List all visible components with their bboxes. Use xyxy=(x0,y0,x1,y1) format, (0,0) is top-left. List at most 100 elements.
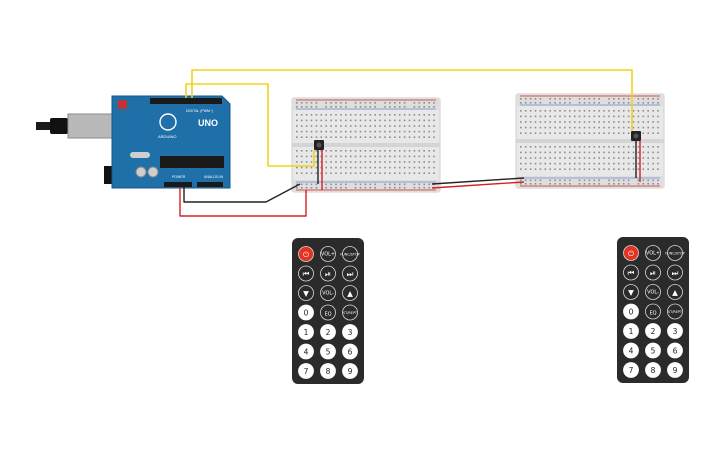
breadboard-hole xyxy=(613,151,615,154)
breadboard-hole xyxy=(305,119,308,122)
breadboard-hole xyxy=(529,162,532,165)
vcc-wire-bridge[interactable] xyxy=(431,181,525,189)
remote-button-fast-forward[interactable] xyxy=(667,264,683,281)
remote-button-power[interactable] xyxy=(298,246,314,262)
breadboard-hole xyxy=(369,106,372,108)
remote-button-fast-forward[interactable] xyxy=(342,265,358,282)
remote-button-zero[interactable] xyxy=(623,303,639,320)
breadboard-hole xyxy=(564,162,566,165)
breadboard-hole xyxy=(652,179,654,182)
breadboard-hole xyxy=(428,150,430,152)
vcc-wire-arduino[interactable] xyxy=(179,187,307,217)
digital-header xyxy=(150,98,222,104)
remote-button-eq[interactable] xyxy=(645,303,661,320)
breadboard-hole xyxy=(335,172,337,174)
breadboard-hole xyxy=(305,172,308,174)
remote-button-rewind[interactable] xyxy=(623,264,639,281)
remote-button-label: 3 xyxy=(348,328,353,337)
breadboard-hole xyxy=(374,136,376,138)
remote-button-eq[interactable] xyxy=(320,304,336,321)
remote-button-play-pause[interactable] xyxy=(320,265,336,282)
breadboard-hole xyxy=(593,132,596,134)
breadboard-hole xyxy=(534,98,537,100)
digital-label: DIGITAL (PWM~) xyxy=(186,109,213,113)
remote-button-three[interactable] xyxy=(342,324,358,340)
remote-button-label: ▼ xyxy=(628,288,634,297)
remote-button-three[interactable] xyxy=(667,323,683,339)
signal-wire-left[interactable] xyxy=(185,83,315,167)
arduino-uno-board[interactable]: UNO ARDUINO DIGITAL (PWM~) POWER ANALOG … xyxy=(36,95,231,189)
remote-button-st-rept[interactable] xyxy=(667,303,683,320)
ir-receiver-right[interactable] xyxy=(631,131,641,141)
breadboard-hole xyxy=(423,114,425,116)
remote-button-two[interactable] xyxy=(320,324,336,340)
breadboard-hole xyxy=(359,187,362,189)
breadboard-hole xyxy=(315,106,318,108)
breadboard-hole xyxy=(642,183,645,185)
remote-button-func-stop[interactable] xyxy=(342,246,358,262)
ir-receiver-left[interactable] xyxy=(314,140,324,150)
remote-button-down[interactable] xyxy=(298,285,314,301)
reset-button[interactable] xyxy=(118,100,127,109)
remote-button-vol-plus[interactable] xyxy=(645,245,661,261)
breadboard-hole xyxy=(384,161,386,163)
breadboard-right[interactable] xyxy=(515,93,665,189)
breadboard-hole xyxy=(539,162,542,165)
breadboard-hole xyxy=(296,166,298,169)
breadboard-hole xyxy=(423,172,425,174)
remote-button-six[interactable] xyxy=(667,342,683,359)
breadboard-hole xyxy=(520,132,522,134)
breadboard-left[interactable] xyxy=(291,97,441,193)
gnd-wire-arduino[interactable] xyxy=(183,183,301,203)
breadboard-hole xyxy=(598,151,600,154)
remote-button-nine[interactable] xyxy=(667,362,683,378)
breadboard-hole xyxy=(569,157,571,159)
remote-button-func-stop[interactable] xyxy=(667,245,683,261)
remote-button-down[interactable] xyxy=(623,284,639,300)
remote-button-zero[interactable] xyxy=(298,304,314,321)
breadboard-hole xyxy=(578,110,581,112)
breadboard-hole xyxy=(374,187,376,189)
remote-button-seven[interactable] xyxy=(298,363,314,379)
remote-button-play-pause[interactable] xyxy=(645,264,661,281)
breadboard-hole xyxy=(403,119,406,122)
remote-button-eight[interactable] xyxy=(645,362,661,378)
remote-button-power[interactable] xyxy=(623,245,639,261)
remote-button-one[interactable] xyxy=(623,323,639,339)
remote-button-st-rept[interactable] xyxy=(342,304,358,321)
remote-button-up[interactable] xyxy=(342,285,358,301)
remote-button-rewind[interactable] xyxy=(298,265,314,282)
breadboard-hole xyxy=(413,166,416,169)
remote-button-seven[interactable] xyxy=(623,362,639,378)
breadboard-hole xyxy=(627,183,630,185)
remote-button-six[interactable] xyxy=(342,343,358,360)
remote-button-vol-minus[interactable] xyxy=(645,284,661,300)
breadboard-hole xyxy=(325,161,327,163)
remote-button-nine[interactable] xyxy=(342,363,358,379)
remote-button-vol-plus[interactable] xyxy=(320,246,336,262)
remote-button-vol-minus[interactable] xyxy=(320,285,336,301)
breadboard-hole xyxy=(305,183,308,186)
breadboard-hole xyxy=(583,168,586,170)
breadboard-hole xyxy=(433,106,435,108)
breadboard-hole xyxy=(335,102,337,104)
breadboard-hole xyxy=(379,172,381,174)
breadboard-hole xyxy=(578,157,581,159)
remote-button-one[interactable] xyxy=(298,324,314,340)
breadboard-hole xyxy=(632,126,635,129)
remote-button-five[interactable] xyxy=(320,343,336,360)
remote-button-four[interactable] xyxy=(623,342,639,359)
remote-button-label: ▲ xyxy=(347,289,353,298)
gnd-wire-bridge[interactable] xyxy=(431,177,525,185)
remote-button-two[interactable] xyxy=(645,323,661,339)
breadboard-hole xyxy=(549,179,551,182)
remote-button-four[interactable] xyxy=(298,343,314,360)
breadboard-hole xyxy=(315,166,318,169)
breadboard-hole xyxy=(588,179,591,182)
remote-button-up[interactable] xyxy=(667,284,683,300)
breadboard-hole xyxy=(345,130,347,133)
remote-button-eight[interactable] xyxy=(320,363,336,379)
remote-button-five[interactable] xyxy=(645,342,661,359)
